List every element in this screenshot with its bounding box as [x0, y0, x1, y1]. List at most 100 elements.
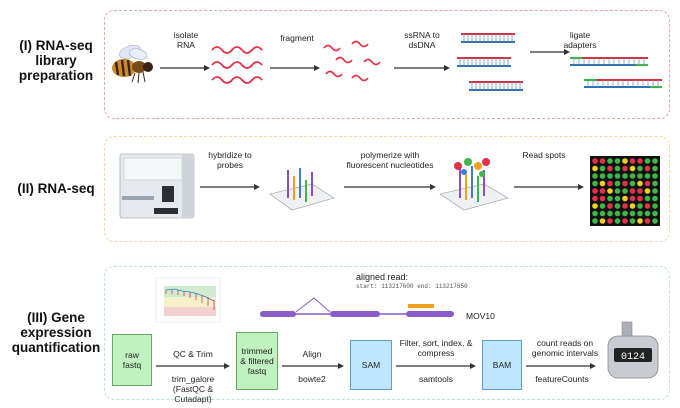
align-label: Align	[302, 349, 322, 359]
read-spot	[644, 158, 651, 164]
sequencer-icon	[119, 153, 195, 219]
read-spot	[614, 158, 621, 164]
read-spot	[622, 180, 628, 187]
read-spot	[652, 165, 658, 172]
read-spot	[629, 165, 636, 172]
read-spot	[629, 195, 636, 202]
read-spot	[652, 195, 658, 202]
read-spot	[629, 203, 636, 209]
read-spot	[637, 195, 643, 202]
trimmed-fastq-file: trimmed & filtered fastq	[236, 332, 278, 390]
polymerize-label: polymerize with fluorescent nucleotides	[346, 150, 434, 170]
read-spot	[607, 173, 613, 179]
gene-model	[260, 297, 454, 317]
read-spot	[652, 218, 658, 224]
read-spot	[629, 210, 636, 217]
read-spot	[592, 210, 598, 217]
read-spot	[637, 210, 643, 217]
read-spot	[622, 158, 628, 164]
library-prep-panel	[104, 10, 670, 119]
adapter-ladders	[570, 56, 662, 89]
read-spot	[629, 218, 636, 224]
read-spot	[629, 188, 636, 194]
aligned-read-label: aligned read:	[356, 272, 409, 282]
read-spot	[599, 180, 606, 187]
flow-cell-icon	[269, 168, 335, 211]
read-spot	[622, 210, 628, 217]
read-spot	[599, 165, 606, 172]
read-spot	[614, 165, 621, 172]
read-spot	[652, 188, 658, 194]
read-spot	[592, 218, 598, 224]
library-prep-title: (I) RNA-seq library preparation	[18, 38, 94, 83]
count-label: count reads on genomic intervals	[531, 338, 599, 358]
read-spot	[614, 203, 621, 209]
read-spot	[637, 188, 643, 194]
read-spots-label: Read spots	[522, 150, 566, 160]
arrow-polymerize	[344, 184, 436, 190]
read-spot	[592, 158, 598, 164]
read-spot	[607, 165, 613, 172]
read-spot	[637, 203, 643, 209]
trimmed-fastq-label: trimmed & filtered fastq	[240, 346, 274, 376]
rna-seq-title: (II) RNA-seq	[17, 181, 95, 196]
read-spot	[592, 195, 598, 202]
read-spot	[607, 203, 613, 209]
read-spot	[592, 173, 598, 179]
read-spot	[607, 218, 613, 224]
read-spot	[652, 158, 658, 164]
qc-plot-icon	[155, 277, 221, 323]
raw-fastq-file: raw fastq	[112, 334, 152, 386]
read-spot	[622, 195, 628, 202]
read-spot	[644, 203, 651, 209]
arrow-fragment	[270, 65, 320, 71]
read-spot	[644, 180, 651, 187]
arrow-filter	[396, 363, 476, 369]
filter-label: Filter, sort, index, & compress	[399, 338, 473, 358]
arrow-read	[514, 184, 584, 190]
arrow-ligate	[530, 49, 570, 55]
read-spot	[644, 210, 651, 217]
read-spot	[652, 180, 658, 187]
read-spot	[614, 180, 621, 187]
read-coordinates: start: 113217600 end: 113217650	[356, 283, 468, 290]
read-spot	[622, 218, 628, 224]
read-spot	[652, 173, 658, 179]
read-spot	[629, 180, 636, 187]
read-spot	[644, 218, 651, 224]
read-spot	[614, 218, 621, 224]
read-spot	[652, 203, 658, 209]
read-spot	[652, 210, 658, 217]
hybridize-label: hybridize to probes	[208, 150, 252, 170]
fragment-label: fragment	[280, 33, 314, 43]
read-spot	[599, 195, 606, 202]
ligate-adapters-label: ligate adapters	[563, 30, 597, 50]
rna-fragments	[323, 40, 381, 82]
count-tool-label: featureCounts	[535, 374, 589, 384]
read-spot	[614, 173, 621, 179]
qc-tool-label: trim_galore (FastQC & Cutadapt)	[171, 374, 215, 404]
read-spot	[637, 180, 643, 187]
read-spot	[637, 173, 643, 179]
raw-fastq-label: raw fastq	[122, 350, 142, 370]
read-spot	[614, 210, 621, 217]
ssrna-to-dsdna-label: ssRNA to dsDNA	[404, 30, 440, 50]
arrow-count	[526, 363, 596, 369]
read-spot	[644, 165, 651, 172]
arrow-align	[282, 363, 344, 369]
counter-digits: 0124	[621, 352, 645, 363]
arrow-qc	[156, 363, 230, 369]
read-spot	[644, 195, 651, 202]
read-spot	[607, 195, 613, 202]
rna-strands	[211, 46, 263, 84]
align-tool-label: bowte2	[298, 374, 326, 384]
isolate-rna-label: isolate RNA	[173, 30, 199, 50]
read-spot	[599, 158, 606, 164]
read-spot	[592, 180, 598, 187]
read-spot	[622, 203, 628, 209]
read-spot	[592, 165, 598, 172]
arrow-hybridize	[200, 184, 260, 190]
arrow-ssrna	[394, 65, 450, 71]
dsdna-ladders	[457, 33, 523, 91]
read-spot	[637, 158, 643, 164]
